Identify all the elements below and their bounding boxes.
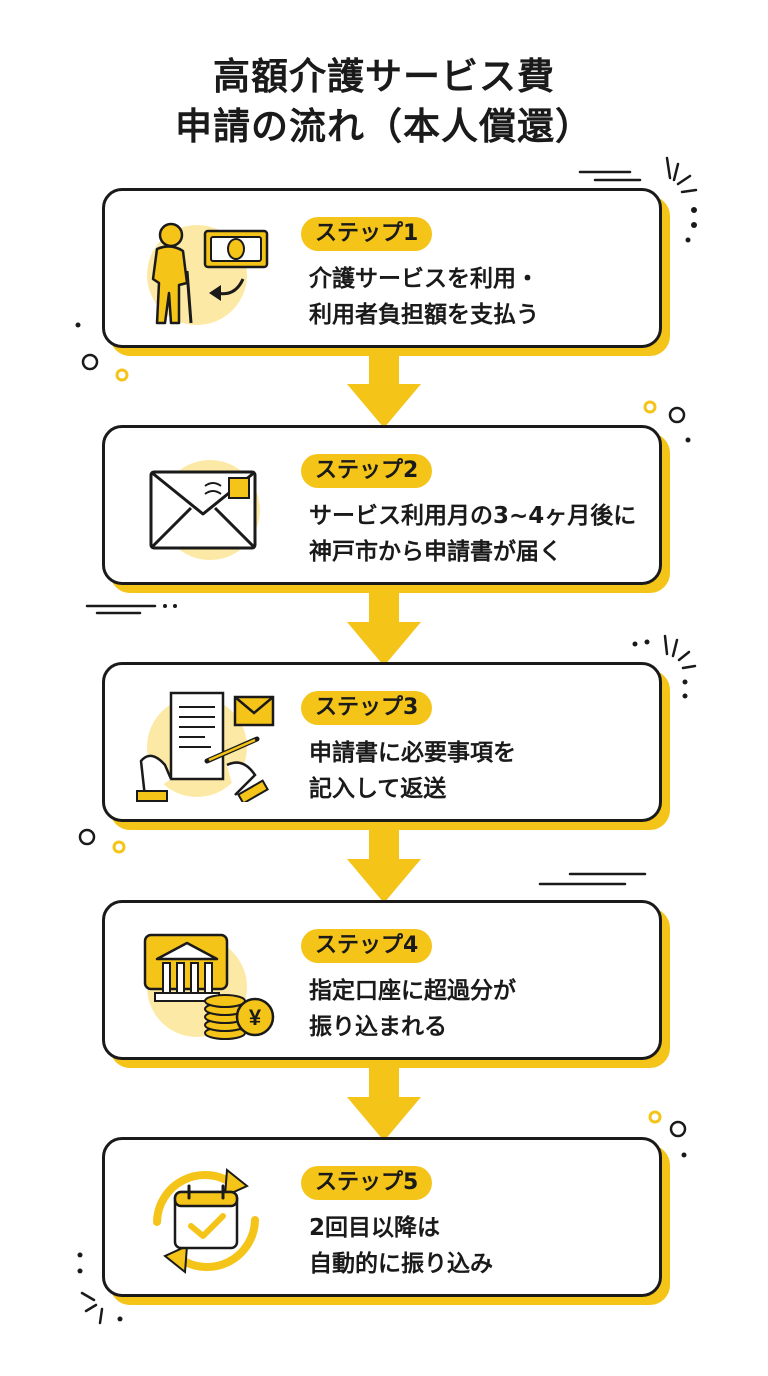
sparkle-decoration xyxy=(632,634,697,699)
svg-text:¥: ¥ xyxy=(249,1005,262,1030)
bank-coins-icon: ¥ xyxy=(143,933,275,1040)
circle-decoration xyxy=(643,400,691,443)
step-badge: ステップ1 xyxy=(301,217,433,251)
down-arrow xyxy=(347,342,421,428)
step-line: サービス利用月の3~4ヶ月後に xyxy=(309,503,637,529)
envelope-icon xyxy=(149,460,260,560)
step-line: 指定口座に超過分が xyxy=(309,978,516,1004)
circle-decoration xyxy=(648,1110,687,1158)
step-description: 申請書に必要事項を 記入して返送 xyxy=(309,735,659,807)
step-description: 2回目以降は 自動的に振り込み xyxy=(309,1210,659,1282)
page-title: 高額介護サービス費 申請の流れ（本人償還） xyxy=(0,52,768,152)
step-description: 指定口座に超過分が 振り込まれる xyxy=(309,973,659,1045)
step-line: 申請書に必要事項を xyxy=(309,740,516,766)
calendar-cycle-icon xyxy=(153,1168,259,1274)
circle-decoration xyxy=(75,322,129,382)
sparkle-decoration xyxy=(578,156,698,243)
step-card-2: ステップ2 サービス利用月の3~4ヶ月後に 神戸市から申請書が届く xyxy=(102,425,662,585)
step-line: 振り込まれる xyxy=(309,1014,447,1040)
title-line-2: 申請の流れ（本人償還） xyxy=(175,105,593,148)
line-decoration xyxy=(538,872,647,886)
step-line: 2回目以降は xyxy=(309,1215,441,1241)
step-card-5: ステップ5 2回目以降は 自動的に振り込み xyxy=(102,1137,662,1297)
down-arrow xyxy=(347,1055,421,1141)
line-decoration xyxy=(85,604,177,615)
sparkle-decoration xyxy=(77,1252,123,1325)
step-card-4: ¥ ステップ4 指定口座に超過分が 振り込まれる xyxy=(102,900,662,1060)
circle-decoration xyxy=(78,828,126,854)
down-arrow xyxy=(347,817,421,903)
step-line: 自動的に振り込み xyxy=(309,1251,493,1277)
step-description: サービス利用月の3~4ヶ月後に 神戸市から申請書が届く xyxy=(309,498,659,570)
down-arrow xyxy=(347,580,421,666)
step-line: 介護サービスを利用・ xyxy=(309,266,539,292)
step-card-1: ステップ1 介護サービスを利用・ 利用者負担額を支払う xyxy=(102,188,662,348)
step-description: 介護サービスを利用・ 利用者負担額を支払う xyxy=(309,261,659,333)
step-badge: ステップ2 xyxy=(301,454,433,488)
step-line: 記入して返送 xyxy=(309,776,447,802)
elderly-paying-icon xyxy=(147,222,269,325)
step-line: 利用者負担額を支払う xyxy=(309,302,539,328)
step-card-3: ステップ3 申請書に必要事項を 記入して返送 xyxy=(102,662,662,822)
title-line-1: 高額介護サービス費 xyxy=(213,55,555,98)
step-line: 神戸市から申請書が届く xyxy=(309,539,562,565)
step-badge: ステップ4 xyxy=(301,929,433,963)
form-writing-icon xyxy=(136,691,275,802)
step-badge: ステップ5 xyxy=(301,1166,433,1200)
step-badge: ステップ3 xyxy=(301,691,433,725)
